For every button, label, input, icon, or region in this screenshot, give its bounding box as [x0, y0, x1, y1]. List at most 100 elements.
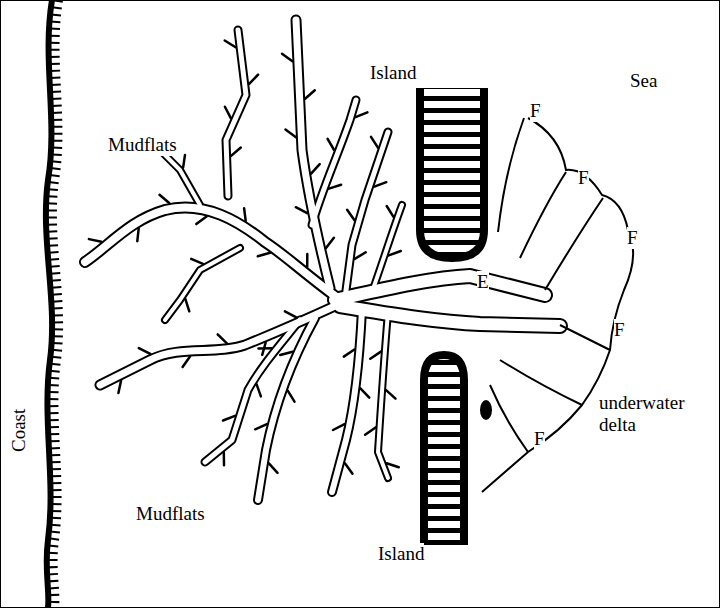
twig — [160, 195, 170, 203]
channel-bank — [340, 306, 560, 326]
channel-bank — [372, 205, 402, 292]
twig — [286, 130, 296, 138]
shoal — [480, 400, 492, 420]
delta-lobe-line — [490, 385, 528, 452]
channel-outlines — [85, 20, 560, 500]
twig — [370, 352, 381, 359]
twig — [225, 41, 236, 48]
channel-water — [85, 208, 335, 296]
channel-label: E — [477, 271, 489, 293]
underwater-delta — [482, 118, 633, 492]
twig — [223, 416, 235, 421]
twig — [280, 352, 292, 355]
island-label: Island — [370, 62, 416, 84]
twig — [305, 90, 315, 99]
channel-bank — [160, 150, 200, 205]
twig — [371, 137, 378, 148]
twig — [225, 107, 231, 118]
channel-bank — [332, 310, 362, 492]
channel-bank — [312, 100, 356, 225]
twig — [183, 357, 190, 368]
twig — [223, 452, 226, 465]
twig — [288, 391, 295, 402]
channel-twigs — [89, 41, 401, 474]
twig — [259, 347, 272, 350]
channel-water — [332, 310, 362, 492]
delta-lobe-label: F — [530, 100, 541, 122]
twig — [285, 311, 296, 317]
twig — [387, 206, 394, 217]
twig — [296, 207, 307, 213]
channel-water — [372, 205, 402, 292]
channel-water — [205, 320, 300, 462]
twig — [328, 139, 335, 150]
mudflats-label: Mudflats — [108, 134, 177, 156]
twig — [183, 155, 185, 168]
delta-lobe-label: F — [627, 227, 638, 249]
island-bottom — [424, 355, 464, 545]
twig — [360, 388, 369, 397]
delta-label: underwater delta — [599, 392, 709, 436]
channel-interiors — [85, 20, 560, 500]
channel-bank — [335, 276, 545, 300]
channel-water — [378, 312, 388, 478]
channel-bank — [258, 318, 315, 500]
twig — [386, 390, 395, 399]
delta-lobe-label: F — [614, 319, 625, 341]
twig — [374, 182, 386, 186]
twig — [118, 381, 121, 394]
twig — [355, 252, 366, 259]
channel-bank — [378, 312, 388, 478]
coast-hatching — [52, 0, 58, 608]
twig — [218, 334, 227, 343]
delta-lobe-line — [545, 198, 603, 290]
twig — [257, 384, 261, 396]
twig — [231, 148, 241, 156]
delta-lobe-line — [500, 360, 582, 405]
twig — [196, 216, 206, 224]
twig — [329, 185, 341, 189]
channel-bank — [165, 248, 240, 320]
delta-front — [482, 118, 633, 492]
coast-label: Coast — [8, 409, 30, 452]
twig — [191, 259, 203, 264]
twig — [244, 208, 246, 221]
twig — [249, 75, 258, 84]
channel-water — [160, 150, 200, 205]
delta-lobe-line — [560, 325, 610, 350]
sea-label: Sea — [630, 70, 657, 92]
twig — [306, 254, 309, 267]
delta-lobe-line — [498, 118, 524, 232]
channel-water — [345, 132, 388, 298]
twig — [311, 164, 320, 174]
mudflats-label: Mudflats — [136, 503, 205, 525]
channel-bank — [85, 208, 335, 296]
twig — [185, 299, 189, 311]
twig — [333, 424, 345, 430]
twig — [344, 350, 355, 357]
channel-water — [340, 306, 560, 326]
delta-lobe-label: F — [534, 428, 545, 450]
twig — [389, 251, 401, 255]
twig — [269, 463, 278, 473]
twig — [282, 54, 292, 62]
twig — [365, 427, 376, 434]
island-top — [420, 88, 484, 258]
island-label: Island — [378, 543, 424, 565]
twig — [137, 228, 138, 241]
channel-water — [312, 100, 356, 225]
delta-lobe-label: F — [578, 167, 589, 189]
twig — [326, 238, 334, 248]
twig — [347, 210, 354, 221]
channel-water — [335, 276, 545, 300]
twig — [139, 348, 151, 354]
twig — [255, 424, 267, 429]
channel-water — [165, 248, 240, 320]
twig — [258, 253, 270, 256]
channel-water — [258, 318, 315, 500]
twig — [356, 112, 368, 117]
twig — [387, 463, 399, 467]
